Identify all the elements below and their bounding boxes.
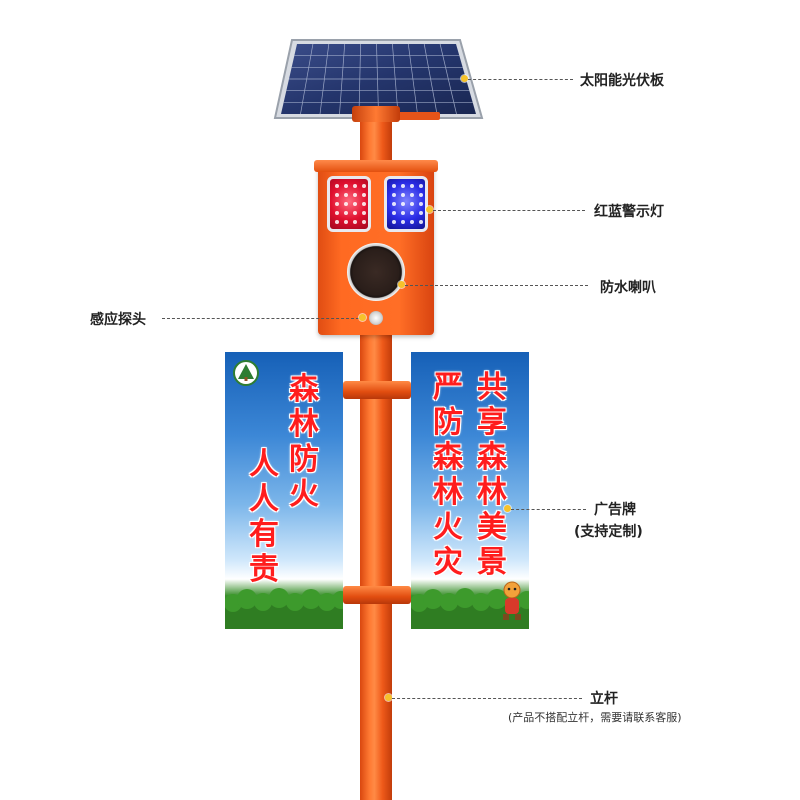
led-dot — [419, 202, 423, 206]
callout-dot-sensor — [359, 314, 366, 321]
led-dot — [392, 202, 396, 206]
slogan-right-col2: 严防森林火灾 — [433, 370, 463, 580]
billboard-left: 森林防火 人人有责 — [225, 352, 343, 629]
led-dot — [419, 193, 423, 197]
led-dot — [392, 220, 396, 224]
housing-roof — [314, 160, 438, 172]
led-dot — [344, 202, 348, 206]
led-dot — [335, 220, 339, 224]
led-dot — [353, 202, 357, 206]
led-dot — [392, 184, 396, 188]
callout-dot-warning-light — [426, 206, 433, 213]
callout-line-speaker — [405, 285, 588, 286]
forest-treeline — [411, 588, 529, 629]
led-dot — [335, 193, 339, 197]
led-dot — [401, 211, 405, 215]
label-billboard: 广告牌 — [594, 502, 636, 518]
led-dot — [392, 211, 396, 215]
led-dot — [353, 220, 357, 224]
led-dot — [353, 193, 357, 197]
led-dot — [410, 211, 414, 215]
led-dot — [344, 220, 348, 224]
billboard-clamp-bottom — [343, 586, 411, 604]
led-dot — [344, 193, 348, 197]
led-dot — [335, 184, 339, 188]
billboard-clamp-top — [343, 381, 411, 399]
led-dot — [410, 220, 414, 224]
slogan-right-col1: 共享森林美景 — [477, 370, 507, 580]
callout-dot-billboard — [504, 505, 511, 512]
led-dot — [401, 220, 405, 224]
led-dot — [401, 184, 405, 188]
blue-warning-lamp — [384, 176, 428, 232]
led-dot — [335, 202, 339, 206]
led-dot — [410, 193, 414, 197]
slogan-left-col1: 森林防火 — [289, 372, 319, 512]
led-dot — [401, 202, 405, 206]
label-billboard-note: (支持定制) — [574, 524, 643, 540]
callout-dot-solar — [461, 75, 468, 82]
red-warning-lamp — [327, 176, 371, 232]
label-pole-note: (产品不搭配立杆，需要请联系客服) — [508, 711, 682, 724]
callout-line-sensor — [162, 318, 359, 319]
label-sensor: 感应探头 — [90, 312, 146, 328]
led-dot — [419, 211, 423, 215]
led-dot — [362, 211, 366, 215]
led-dot — [419, 220, 423, 224]
led-dot — [419, 184, 423, 188]
callout-line-solar — [468, 79, 573, 80]
solar-panel — [273, 39, 484, 119]
led-dot — [344, 211, 348, 215]
led-dot — [353, 184, 357, 188]
callout-line-pole — [392, 698, 582, 699]
callout-line-billboard — [511, 509, 586, 510]
label-pole: 立杆 — [590, 691, 618, 707]
forestry-emblem-icon — [233, 360, 259, 386]
callout-line-warning-light — [433, 210, 585, 211]
forest-treeline — [225, 588, 343, 629]
led-dot — [362, 220, 366, 224]
callout-dot-speaker — [398, 281, 405, 288]
led-dot — [344, 184, 348, 188]
led-dot — [353, 211, 357, 215]
led-dot — [335, 211, 339, 215]
pole-top-cap — [352, 106, 400, 122]
callout-dot-pole — [385, 694, 392, 701]
sensor-probe — [369, 311, 383, 325]
led-dot — [392, 193, 396, 197]
label-warning-light: 红蓝警示灯 — [594, 204, 664, 220]
label-solar-panel: 太阳能光伏板 — [580, 73, 664, 89]
billboard-right: 共享森林美景 严防森林火灾 — [411, 352, 529, 629]
led-dot — [410, 202, 414, 206]
panel-bracket — [360, 112, 440, 120]
slogan-left-col2: 人人有责 — [249, 447, 279, 587]
waterproof-speaker — [347, 243, 405, 301]
led-dot — [401, 193, 405, 197]
fire-prevention-mascot-icon — [503, 581, 521, 620]
led-dot — [362, 184, 366, 188]
led-dot — [362, 202, 366, 206]
label-speaker: 防水喇叭 — [600, 280, 656, 296]
led-dot — [410, 184, 414, 188]
led-dot — [362, 193, 366, 197]
